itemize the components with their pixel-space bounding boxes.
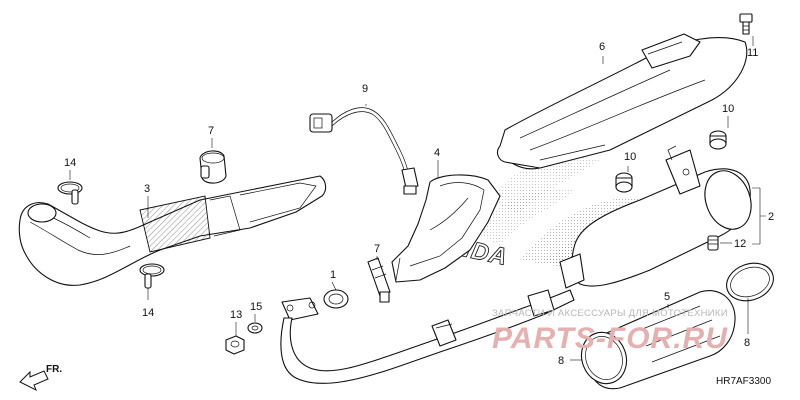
callout-1: 1 — [330, 269, 336, 281]
callout-3: 3 — [144, 183, 150, 195]
callout-7-lower: 7 — [374, 243, 380, 255]
callout-10-lower: 10 — [624, 151, 636, 163]
part-10-rubber-grommet-upper — [709, 130, 727, 150]
callout-5: 6 — [599, 41, 605, 53]
part-8-clamp-front — [580, 331, 628, 385]
callout-4: 4 — [434, 147, 440, 159]
diagram-code: HR7AF3300 — [716, 376, 771, 387]
part-7-joint-sleeve — [367, 257, 391, 303]
part-14-clamp-upper — [57, 181, 83, 205]
callout-13: 13 — [230, 309, 242, 321]
leader-lines — [69, 36, 766, 361]
direction-label: FR. — [46, 364, 62, 375]
part-9-oxygen-sensor — [309, 107, 419, 195]
callout-6: 5 — [664, 291, 670, 303]
part-15-washer — [247, 322, 263, 334]
part-5-muffler-cover — [496, 33, 748, 170]
part-14-clamp-lower — [139, 263, 165, 289]
part-7-band-clamp-upper — [199, 150, 227, 184]
callout-9: 9 — [362, 83, 368, 95]
callout-14-upper: 14 — [64, 157, 76, 169]
callout-14-lower: 14 — [142, 307, 154, 319]
callout-8-left: 8 — [558, 355, 564, 367]
callout-8-right: 8 — [744, 337, 750, 349]
part-2-muffler — [559, 145, 752, 289]
callout-15: 15 — [250, 301, 262, 313]
watermark-text: ЗАПЧАСТИ И АКСЕССУАРЫ ДЛЯ МОТОТЕХНИКИ — [492, 308, 728, 319]
part-3-front-pipe-shield — [18, 175, 327, 286]
exhaust-pipe-assembly — [280, 289, 575, 384]
part-1-gasket — [323, 289, 349, 309]
part-callouts: 6 11 9 4 7 14 3 14 10 10 2 12 7 1 13 15 … — [64, 41, 774, 367]
front-direction-indicator: FR. — [19, 364, 62, 392]
part-12-plug — [707, 235, 719, 251]
part-13-nut — [225, 335, 245, 355]
part-11-bolt — [739, 13, 753, 35]
callout-2: 2 — [768, 211, 774, 223]
callout-7-upper: 7 — [208, 125, 214, 137]
part-8-clamp-rear — [726, 262, 774, 302]
part-4-heat-protector — [391, 174, 501, 283]
callout-10-upper: 10 — [722, 103, 734, 115]
callout-12: 12 — [734, 238, 746, 250]
callout-11: 11 — [747, 47, 758, 59]
watermark-site: PARTS-FOR.RU — [492, 322, 728, 355]
part-10-rubber-grommet-lower — [615, 172, 633, 193]
